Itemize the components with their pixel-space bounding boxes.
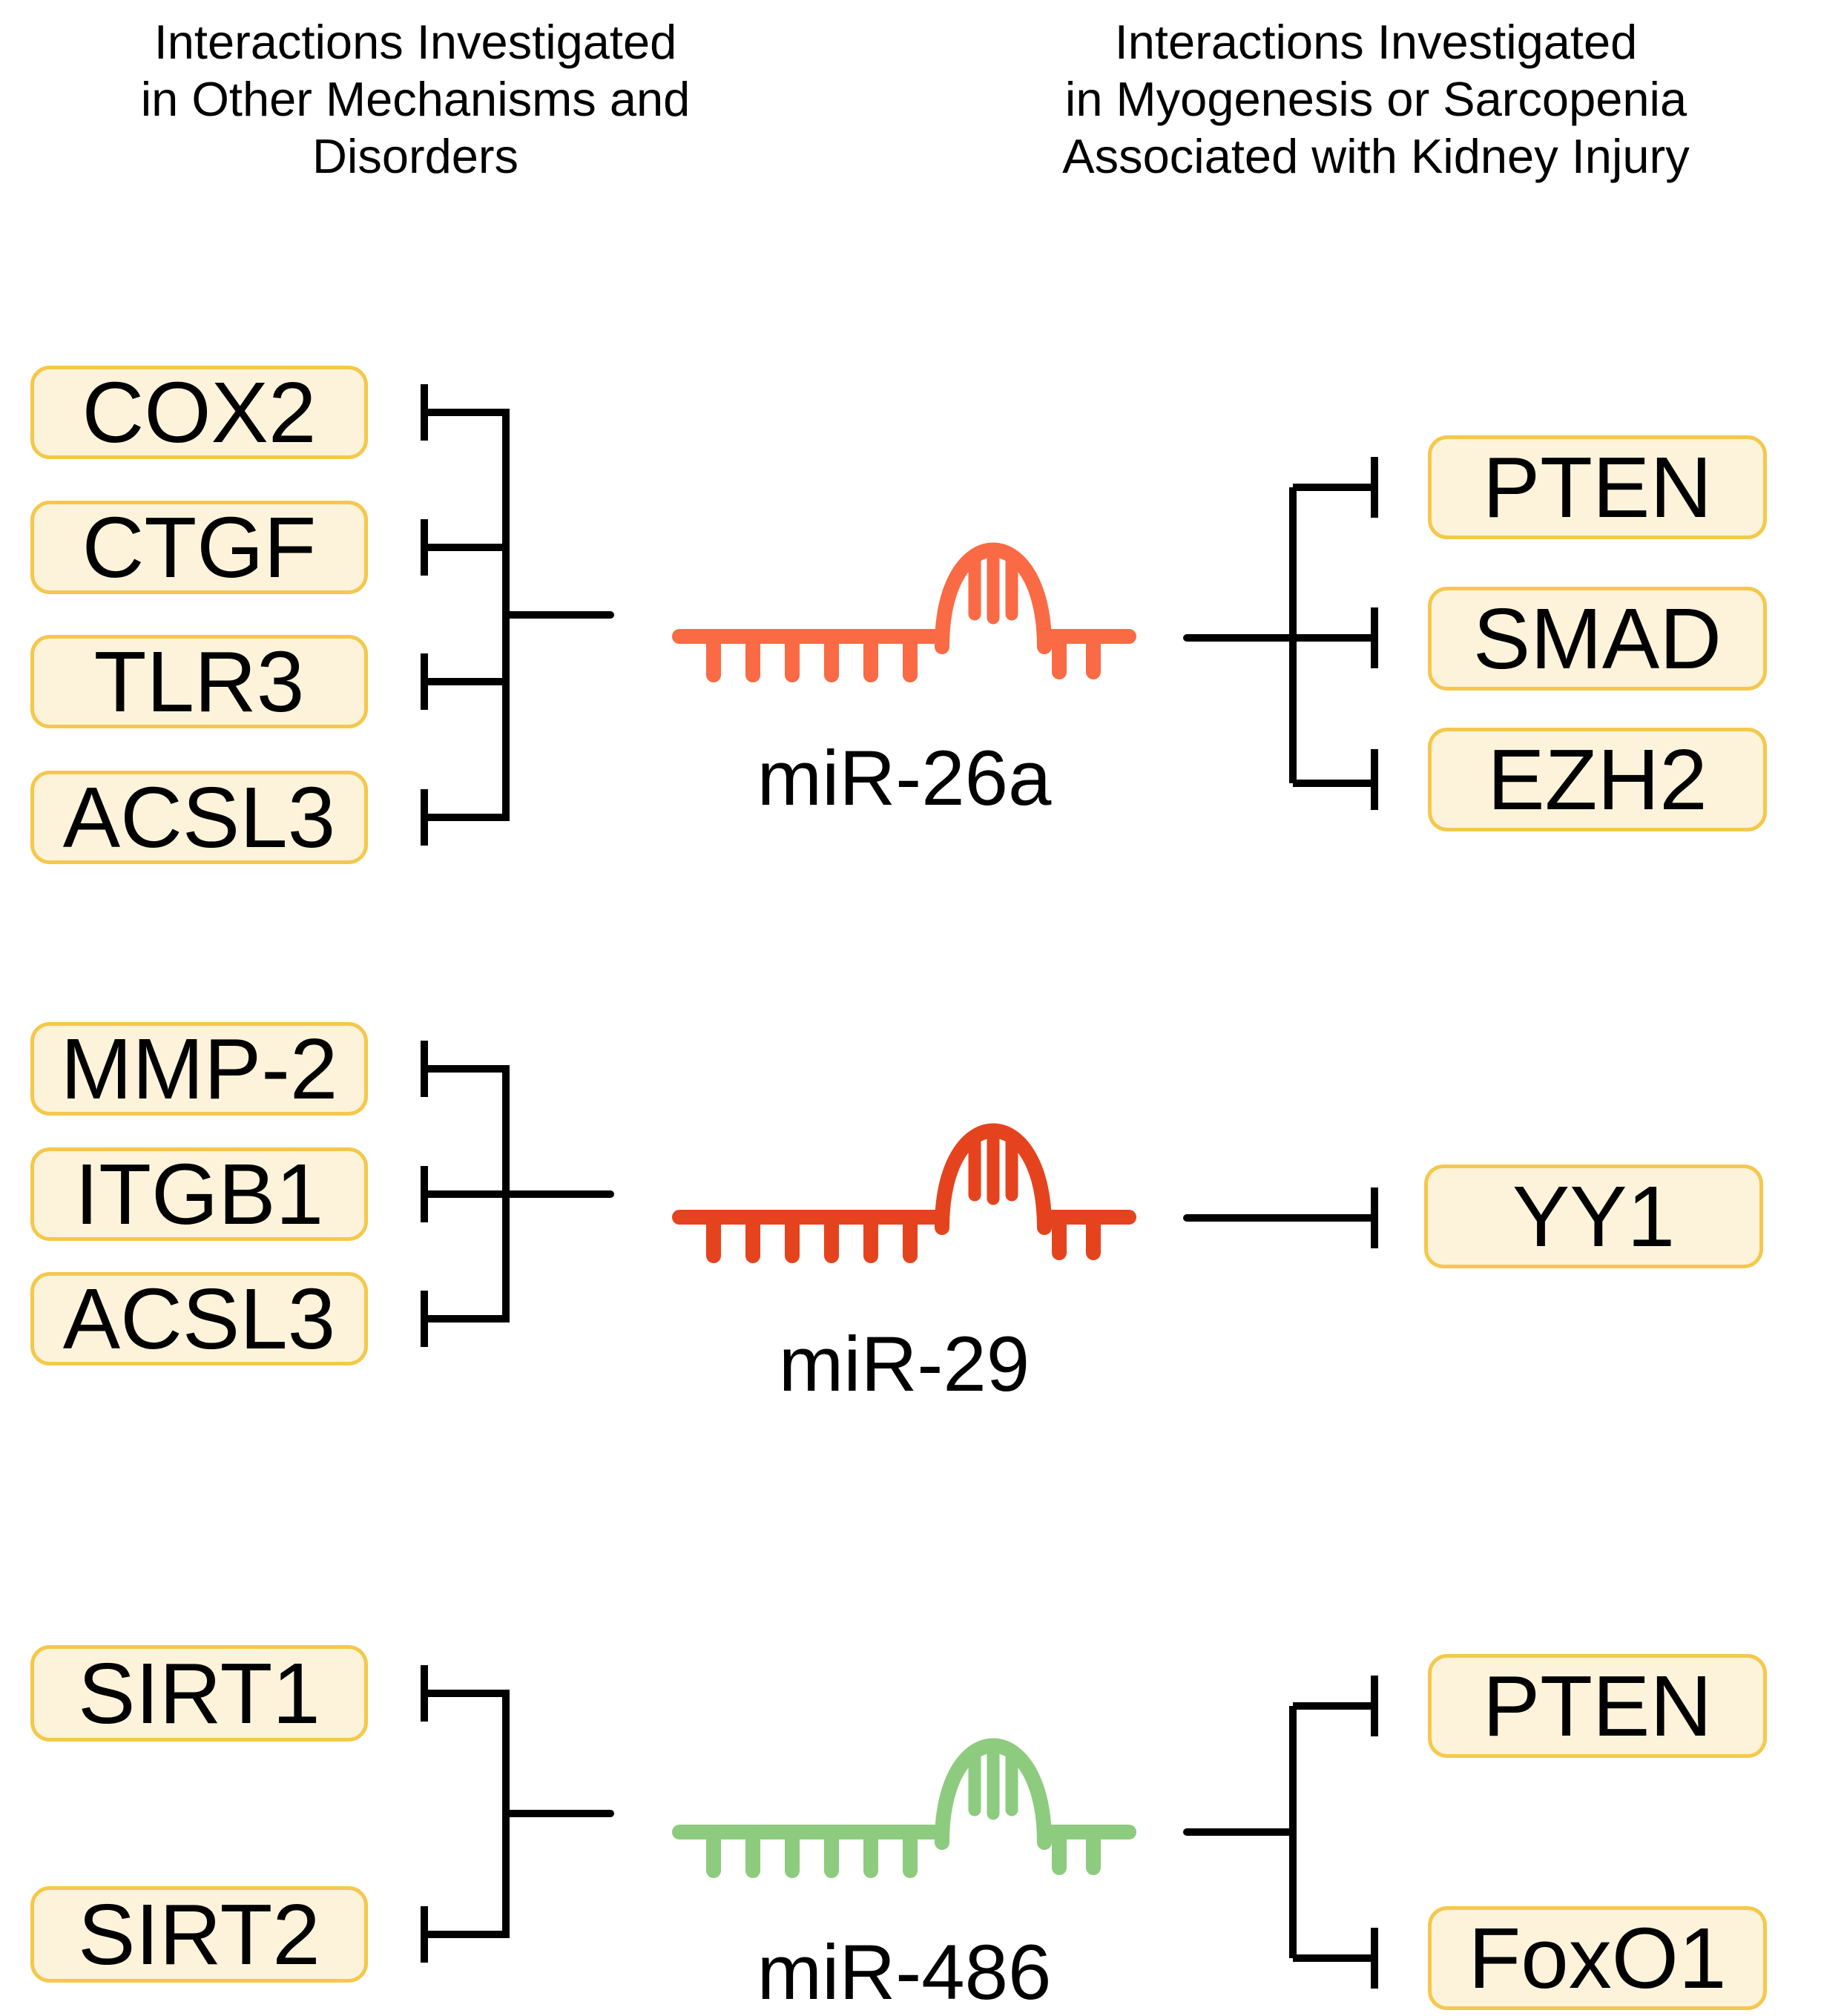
gene-label: MMP-2 <box>60 1021 338 1117</box>
gene-label: SIRT2 <box>78 1886 320 1983</box>
header-right-line2: in Myogenesis or Sarcopenia <box>1064 72 1687 126</box>
row2-left-connectors <box>421 1041 614 1347</box>
gene-box-cox2: COX2 <box>30 366 368 459</box>
gene-box-itgb1: ITGB1 <box>30 1147 368 1241</box>
row3-right-connectors <box>1183 1676 1378 1989</box>
row2-right-connectors <box>1183 1187 1378 1248</box>
gene-box-ezh2: EZH2 <box>1428 728 1767 831</box>
gene-box-tlr3: TLR3 <box>30 635 368 728</box>
gene-label: ACSL3 <box>62 769 336 866</box>
gene-label: ITGB1 <box>74 1146 324 1242</box>
gene-box-sirt1: SIRT1 <box>30 1645 368 1742</box>
gene-box-smad: SMAD <box>1428 587 1767 691</box>
gene-label: SMAD <box>1472 590 1722 687</box>
gene-box-pten-row1: PTEN <box>1428 435 1767 539</box>
header-left-line1: Interactions Investigated <box>154 15 677 69</box>
gene-box-ctgf: CTGF <box>30 501 368 594</box>
mir-486-label: miR-486 <box>757 1929 1052 2016</box>
gene-label: CTGF <box>82 499 317 596</box>
gene-label: PTEN <box>1482 1658 1713 1754</box>
mir-26a-hairpin-icon <box>679 550 1129 676</box>
gene-box-foxo1: FoxO1 <box>1428 1906 1767 2010</box>
gene-label: EZH2 <box>1487 731 1708 828</box>
gene-box-sirt2: SIRT2 <box>30 1886 368 1983</box>
gene-box-acsl3-row2: ACSL3 <box>30 1272 368 1366</box>
header-left-line3: Disorders <box>312 129 519 183</box>
gene-label: COX2 <box>82 364 317 461</box>
row1-left-connectors <box>421 384 614 846</box>
row3-left-connectors <box>421 1665 614 1963</box>
mir-486-hairpin-icon <box>679 1746 1129 1871</box>
gene-box-pten-row3: PTEN <box>1428 1654 1767 1758</box>
gene-box-yy1: YY1 <box>1424 1165 1763 1268</box>
gene-box-mmp2: MMP-2 <box>30 1022 368 1116</box>
header-left: Interactions Investigated in Other Mecha… <box>22 13 809 185</box>
gene-box-acsl3-row1: ACSL3 <box>30 771 368 864</box>
mir-29-label: miR-29 <box>778 1321 1030 1408</box>
gene-label: ACSL3 <box>62 1271 336 1367</box>
header-left-line2: in Other Mechanisms and <box>140 72 691 126</box>
gene-label: FoxO1 <box>1468 1910 1727 2006</box>
header-right: Interactions Investigated in Myogenesis … <box>931 13 1821 185</box>
header-right-line1: Interactions Investigated <box>1114 15 1638 69</box>
gene-label: PTEN <box>1482 439 1713 536</box>
header-right-line3: Associated with Kidney Injury <box>1062 129 1690 183</box>
row1-right-connectors <box>1183 457 1378 810</box>
gene-label: TLR3 <box>93 633 305 730</box>
mir-26a-label: miR-26a <box>757 735 1052 822</box>
gene-label: YY1 <box>1512 1168 1676 1265</box>
mir-29-hairpin-icon <box>679 1131 1129 1256</box>
gene-label: SIRT1 <box>78 1645 320 1742</box>
